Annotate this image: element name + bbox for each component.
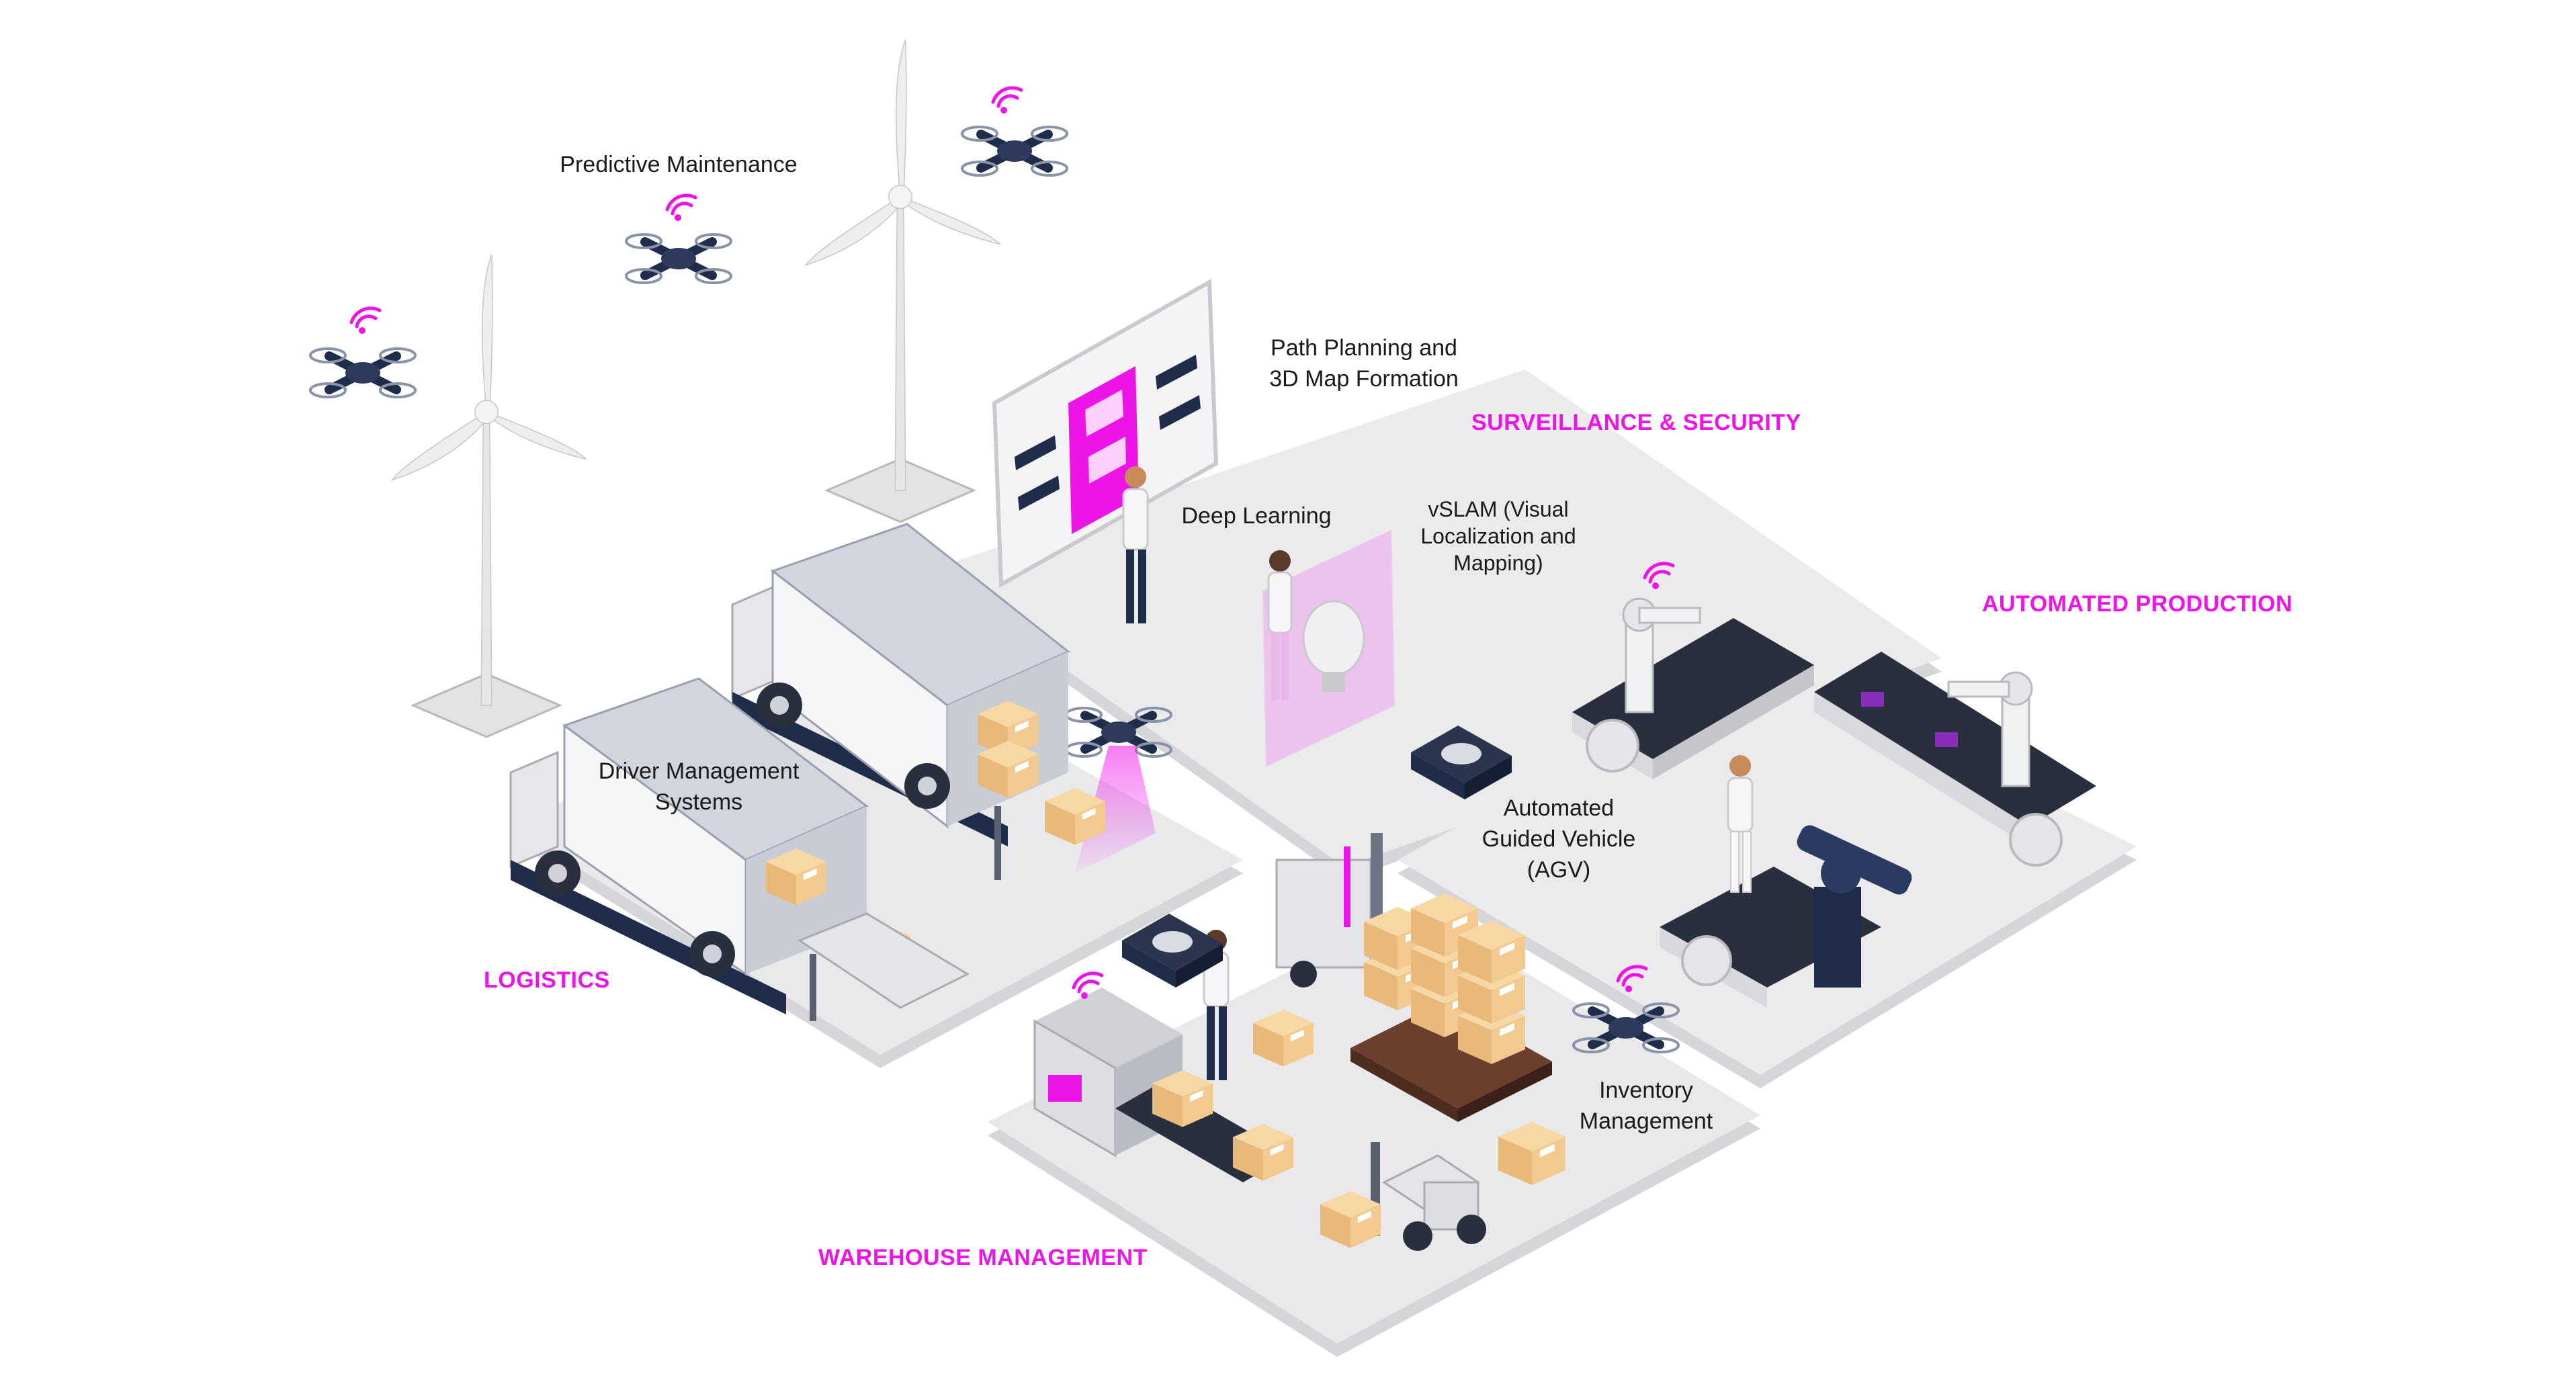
label-driver-management: Driver Management Systems [598, 758, 800, 815]
robot-arm-icon [1947, 671, 2033, 787]
label-predictive-maintenance: Predictive Maintenance [560, 152, 798, 177]
truck-icon [509, 677, 869, 1014]
table-leg [994, 806, 1001, 880]
section-surveillance: SURVEILLANCE & SECURITY [1471, 410, 1801, 435]
person-icon [1267, 550, 1293, 700]
drone-icon [962, 127, 1067, 175]
conveyor-belt-icon [1572, 618, 1814, 779]
section-logistics: LOGISTICS [484, 967, 610, 993]
forklift-icon [1275, 833, 1383, 988]
forklift-icon [1371, 1142, 1486, 1251]
label-inventory: Inventory Management [1579, 1078, 1713, 1134]
person-icon [1122, 466, 1149, 623]
floor-warehouse-platform [988, 907, 1760, 1357]
drone-icon [626, 234, 731, 283]
robot-arm-icon [1797, 825, 1912, 988]
wind-turbine-icon [805, 39, 1000, 523]
table-leg [810, 954, 816, 1021]
section-production: AUTOMATED PRODUCTION [1982, 591, 2293, 617]
pallet-icon [1350, 1001, 1552, 1122]
wind-turbine-icon [391, 254, 587, 738]
wifi-icon [667, 195, 695, 221]
drone-scan-beam [1075, 746, 1156, 873]
agv-robot-icon [1411, 726, 1512, 799]
hologram-screen-icon [1262, 529, 1396, 768]
label-deep-learning: Deep Learning [1181, 503, 1332, 529]
label-path-planning: Path Planning and 3D Map Formation [1269, 335, 1459, 392]
loading-table [797, 912, 970, 1009]
section-warehouse: WAREHOUSE MANAGEMENT [818, 1245, 1148, 1270]
label-agv: Automated Guided Vehicle (AGV) [1482, 795, 1636, 883]
wifi-icon [351, 308, 380, 334]
drone-icon [310, 349, 415, 397]
label-vslam: vSLAM (Visual Localization and Mapping) [1420, 497, 1576, 575]
path-planning-dashboard [992, 278, 1219, 588]
robot-arm-icon [1622, 597, 1701, 713]
person-icon [1727, 755, 1754, 893]
agv-robot-icon [1122, 914, 1223, 988]
wifi-icon [993, 88, 1021, 114]
